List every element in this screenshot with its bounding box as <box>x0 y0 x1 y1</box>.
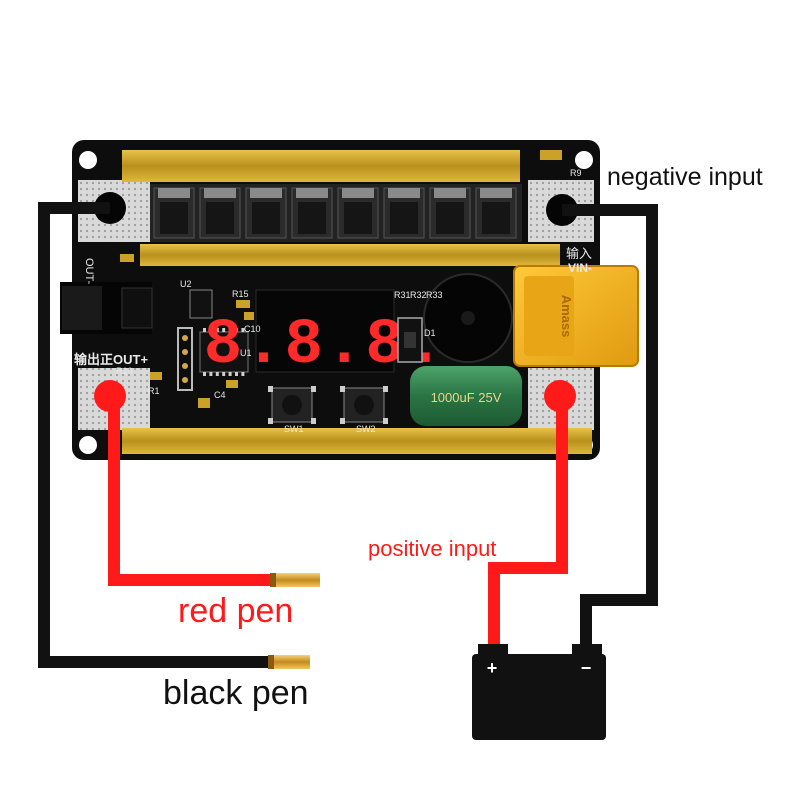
switch-sw1 <box>268 386 316 424</box>
mosfet-row <box>150 184 522 242</box>
red-wire-output <box>108 390 270 586</box>
mosfet-tab <box>250 188 282 198</box>
switch-sw2 <box>340 386 388 424</box>
silk-output: 输出正OUT+ <box>74 352 148 367</box>
silk-input: 输入 <box>566 246 592 261</box>
battery: + − <box>472 644 606 740</box>
silk-ic-u2: U2 <box>180 279 192 289</box>
silk-out-neg: OUT- <box>83 258 95 285</box>
silk-r15: R15 <box>232 289 249 299</box>
ic-pin <box>235 372 238 376</box>
mounting-hole <box>79 436 97 454</box>
ic-pin <box>209 328 213 332</box>
copper-bar-middle <box>140 244 560 266</box>
black-wire-input <box>562 204 658 648</box>
mosfet-body <box>482 202 510 234</box>
mosfet-body <box>252 202 280 234</box>
diode-d1 <box>397 317 423 363</box>
pcb-board: 8.8.8. 1000uF 25V <box>60 140 639 460</box>
ic-pin <box>215 372 219 376</box>
buzzer <box>423 273 513 363</box>
capacitor-value: 1000uF 25V <box>431 390 502 405</box>
ic-pin <box>203 372 206 376</box>
mosfet-tab <box>388 188 420 198</box>
dc-jack <box>60 282 153 334</box>
copper-bar-bottom <box>122 428 592 454</box>
silk-vin: VIN- <box>568 261 592 275</box>
ic-u1 <box>199 328 249 376</box>
ic-pin <box>228 372 232 376</box>
silk-r31: R31 <box>394 290 411 300</box>
ic-pin <box>241 372 245 376</box>
copper-bar-top <box>122 150 520 182</box>
black-pen-tip <box>268 655 310 669</box>
silk-sw2: SW2 <box>356 424 376 434</box>
silk-r32: R32 <box>410 290 427 300</box>
silk-ic-u1: U1 <box>240 348 252 358</box>
silk-c4: C4 <box>214 390 226 400</box>
header-pins <box>177 327 193 391</box>
connector-brand: Amass <box>559 295 574 338</box>
mosfet-tab <box>204 188 236 198</box>
mosfet-body <box>206 202 234 234</box>
black-wire-output <box>38 202 268 668</box>
mounting-hole <box>575 151 593 169</box>
battery-negative-symbol: − <box>581 658 592 678</box>
ic-pin <box>228 328 232 332</box>
mounting-hole <box>79 151 97 169</box>
silk-r1: R1 <box>148 386 160 396</box>
label-black-pen: black pen <box>163 674 309 712</box>
ic-pin <box>222 328 226 332</box>
mosfet-tab <box>296 188 328 198</box>
ic-u2 <box>189 289 213 319</box>
silk-sw1: SW1 <box>284 424 304 434</box>
mosfet-body <box>160 202 188 234</box>
mosfet-tab <box>434 188 466 198</box>
ic-pin <box>203 328 206 332</box>
battery-positive-symbol: + <box>487 658 498 678</box>
silk-r9: R9 <box>570 168 582 178</box>
ic-pin <box>209 372 213 376</box>
ic-pin <box>222 372 226 376</box>
silk-c10: C10 <box>244 324 261 334</box>
ic-pin <box>215 328 219 332</box>
label-negative-input: negative input <box>607 163 763 191</box>
label-positive-input: positive input <box>368 536 497 561</box>
label-red-pen: red pen <box>178 592 294 630</box>
silk-d1: D1 <box>424 328 436 338</box>
silk-r10: R10 <box>116 366 133 376</box>
red-wire-input <box>488 390 568 648</box>
xt60-connector: Amass <box>513 265 639 367</box>
mosfet-tab <box>342 188 374 198</box>
mosfet-tab <box>158 188 190 198</box>
capacitor: 1000uF 25V <box>410 366 522 426</box>
ic-pin <box>241 328 245 332</box>
red-pen-tip <box>270 573 320 587</box>
ic-pin <box>235 328 238 332</box>
mosfet-body <box>344 202 372 234</box>
mosfet-body <box>298 202 326 234</box>
mosfet-tab <box>480 188 512 198</box>
mosfet-body <box>390 202 418 234</box>
silk-r33: R33 <box>426 290 443 300</box>
mosfet-body <box>436 202 464 234</box>
